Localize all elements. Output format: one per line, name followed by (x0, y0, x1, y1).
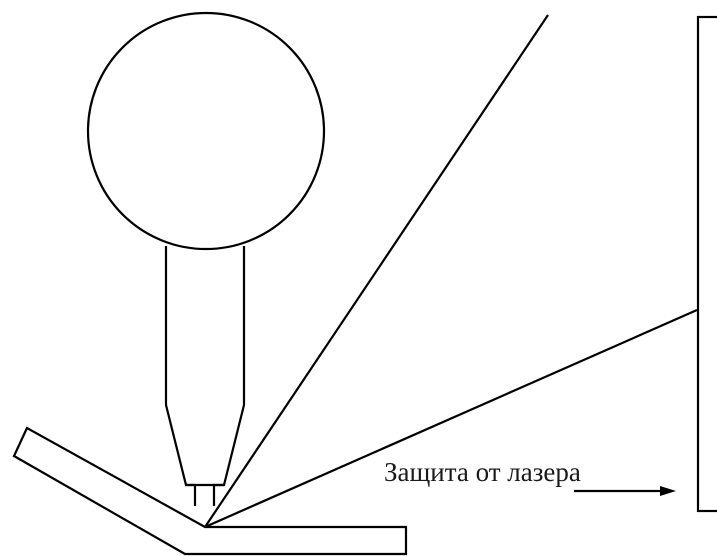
nozzle-barrel (164, 246, 197, 506)
shield-arrow-head (660, 486, 676, 496)
laser-head-circle (86, 11, 326, 251)
laser-ray-upper (204, 14, 549, 528)
workpiece-plate (12, 426, 408, 556)
nozzle-barrel-right (212, 246, 246, 506)
shield-label: Защита от лазера (384, 457, 581, 487)
laser-ray-lower (204, 308, 698, 529)
laser-shield-panel (696, 15, 717, 513)
